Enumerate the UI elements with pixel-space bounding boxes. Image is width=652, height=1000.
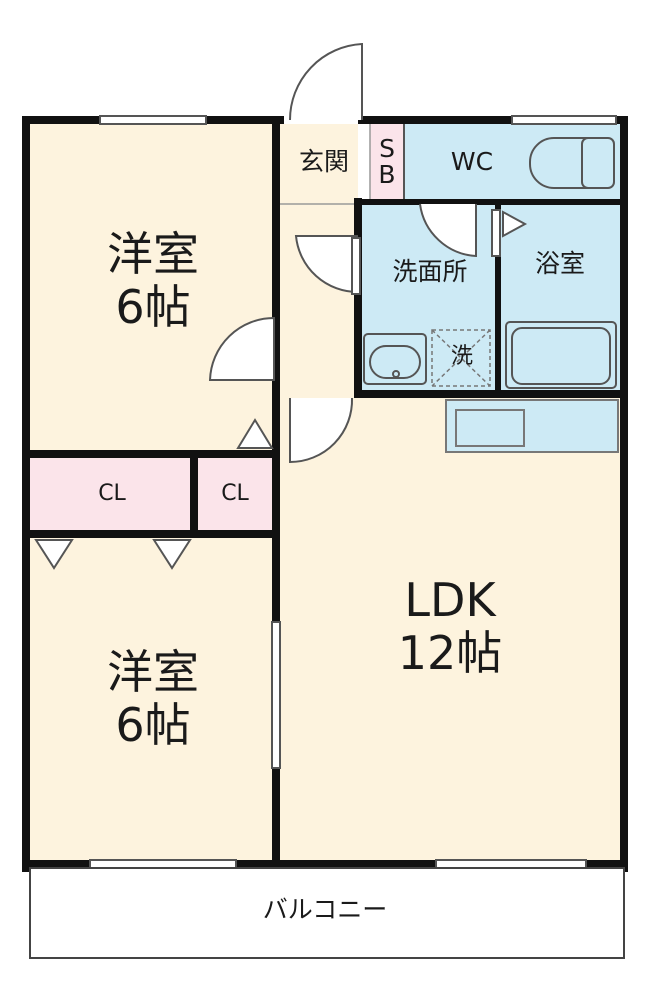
entrance-label: 玄関 [298,147,349,176]
bathroom-label: 浴室 [534,249,585,278]
sink-basin [455,409,525,447]
balcony-floor [29,867,625,959]
closet-right-label: CL [221,481,249,506]
western-room-bottom-name: 洋室 [107,645,199,699]
closet-left-label: CL [98,481,126,506]
shoe-box-floor [370,124,404,200]
western-room-bottom-label: 洋室 6帖 [78,646,228,752]
washbasin-icon [363,333,427,385]
balcony-label: バルコニー [262,895,388,924]
western-room-top-floor [30,124,276,454]
shoe-box-label: S B [371,134,403,190]
shoe-box-letter-s: S [379,134,395,163]
doors [208,42,528,464]
ldk-label: LDK 12帖 [360,574,540,680]
western-room-top-name: 洋室 [107,227,199,281]
ldk-floor [276,390,620,864]
western-room-top-label: 洋室 6帖 [78,228,228,334]
bathtub-icon [505,321,617,389]
closet-door-markers [34,418,274,570]
washer-space-icon [431,329,491,387]
washroom-label: 洗面所 [392,257,468,286]
toilet-icon [529,137,615,189]
shoe-box-letter-b: B [378,160,396,190]
ldk-name: LDK [404,573,496,627]
closet-left-floor [30,454,194,534]
closet-right-floor [194,454,276,534]
ldk-size: 12帖 [397,625,503,680]
western-room-bottom-floor [30,534,276,864]
western-room-top-size: 6帖 [115,279,191,334]
laundry-label: 洗 [450,344,473,369]
wc-label: WC [450,147,494,176]
western-room-bottom-size: 6帖 [115,697,191,752]
